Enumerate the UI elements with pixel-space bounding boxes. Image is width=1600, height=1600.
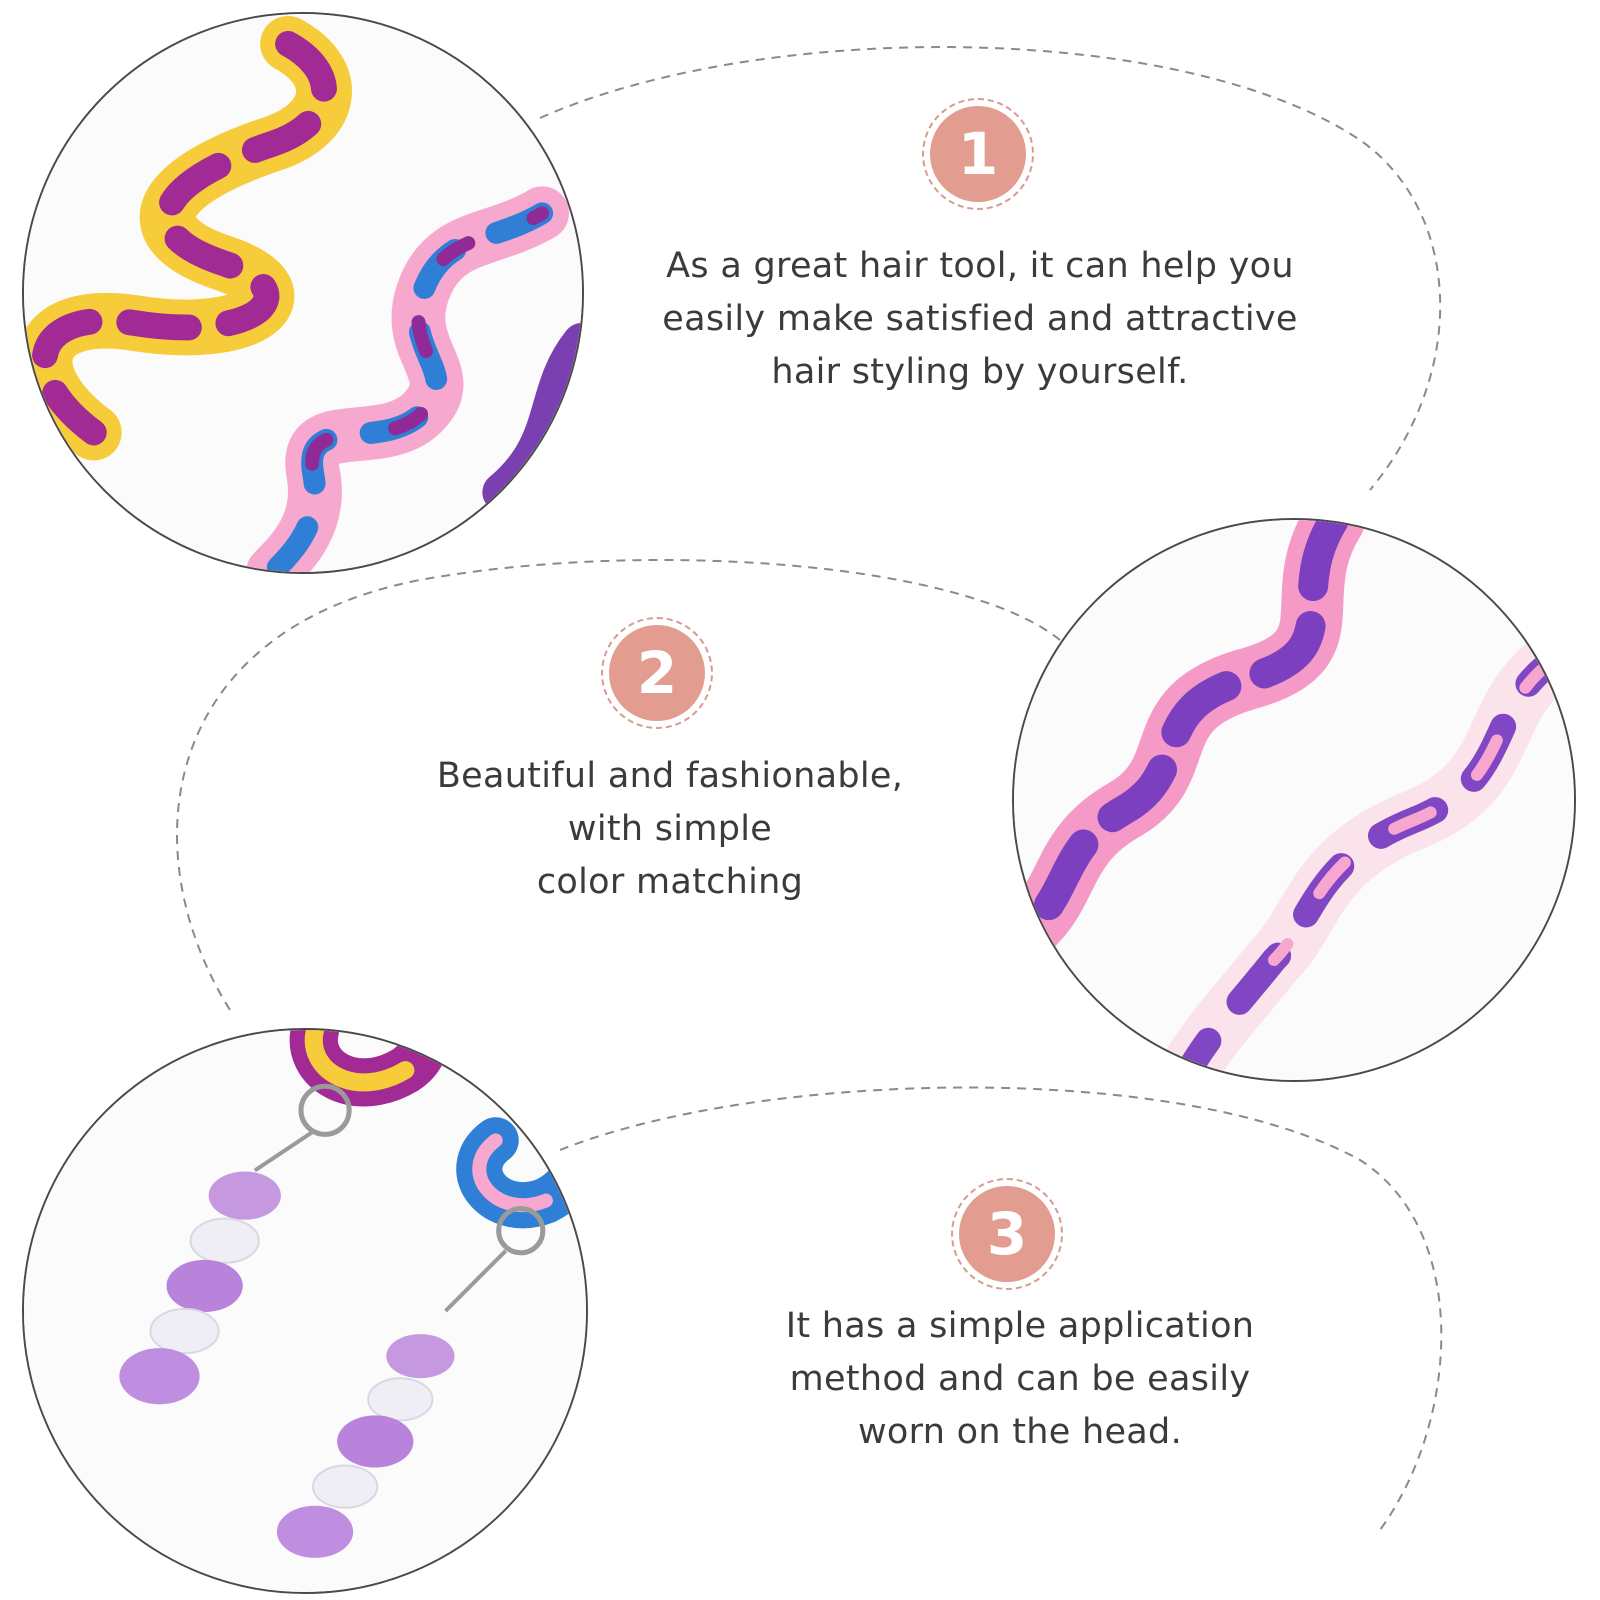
caption-line: method and can be easily bbox=[789, 1359, 1251, 1399]
dashed-oval-2 bbox=[176, 559, 1061, 1011]
step-number-2: 2 bbox=[609, 625, 705, 721]
caption-line: It has a simple application bbox=[785, 1306, 1255, 1346]
caption-line: worn on the head. bbox=[857, 1412, 1182, 1452]
product-photo-bead-pendants bbox=[22, 1028, 588, 1594]
crystal-bead-pendant-image bbox=[24, 1030, 586, 1592]
spiral-hair-clip-image bbox=[24, 14, 582, 572]
caption-line: color matching bbox=[536, 862, 804, 902]
caption-line: As a great hair tool, it can help you bbox=[666, 246, 1294, 286]
step-number-1: 1 bbox=[930, 106, 1026, 202]
caption-line: Beautiful and fashionable, bbox=[436, 756, 904, 796]
step-badge-1: 1 bbox=[922, 98, 1034, 210]
step-badge-3: 3 bbox=[951, 1178, 1063, 1290]
feature-caption-2: Beautiful and fashionable, with simple c… bbox=[370, 750, 970, 909]
step-number-3: 3 bbox=[959, 1186, 1055, 1282]
caption-line: with simple bbox=[567, 809, 773, 849]
spiral-hair-clip-image bbox=[1014, 520, 1574, 1080]
dashed-oval-3 bbox=[559, 1086, 1443, 1531]
caption-line: easily make satisfied and attractive bbox=[662, 299, 1298, 339]
step-badge-2: 2 bbox=[601, 617, 713, 729]
feature-caption-1: As a great hair tool, it can help you ea… bbox=[620, 240, 1340, 399]
product-photo-spirals-top bbox=[22, 12, 584, 574]
caption-line: hair styling by yourself. bbox=[771, 352, 1189, 392]
product-photo-spirals-middle bbox=[1012, 518, 1576, 1082]
feature-caption-3: It has a simple application method and c… bbox=[720, 1300, 1320, 1459]
